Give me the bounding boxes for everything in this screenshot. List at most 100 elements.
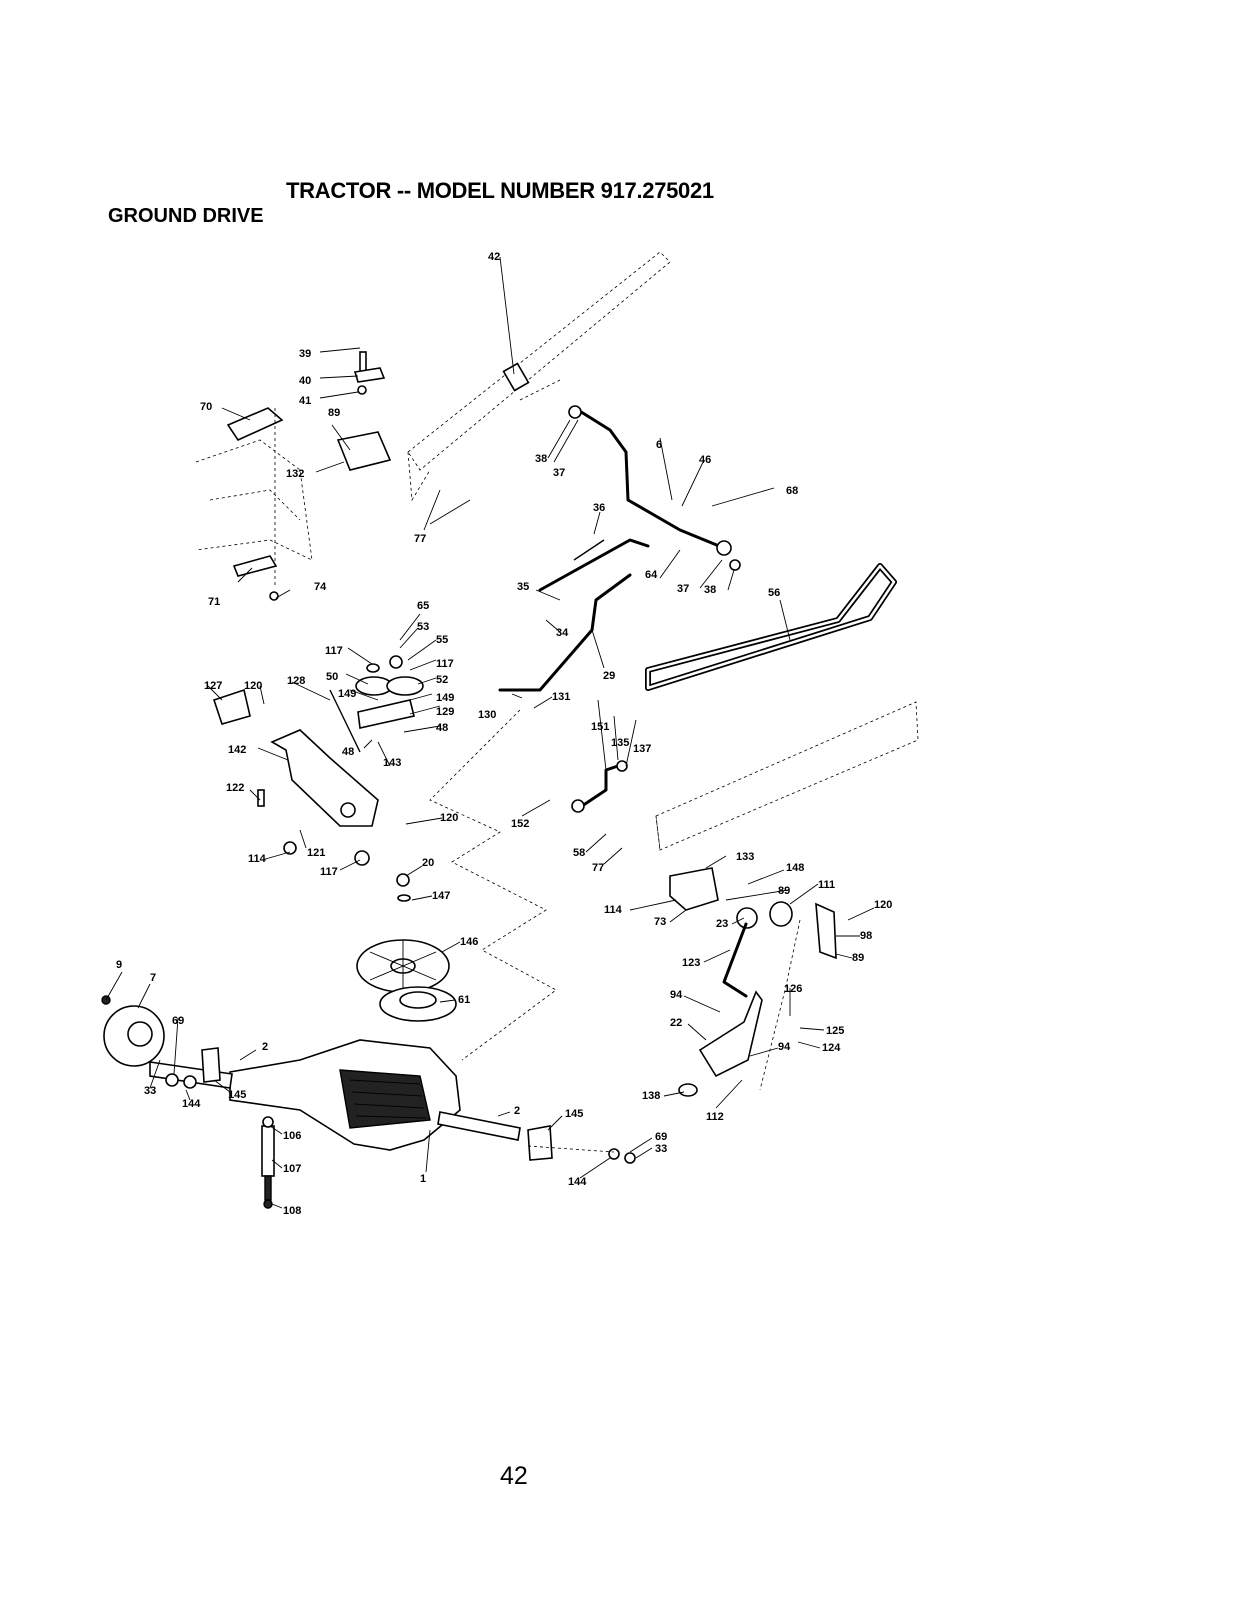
callout-label: 22 xyxy=(670,1017,682,1029)
callout-label: 108 xyxy=(283,1205,301,1217)
callout-label: 48 xyxy=(342,746,354,758)
callout-label: 23 xyxy=(716,918,728,930)
callout-label: 55 xyxy=(436,634,448,646)
callout-label: 94 xyxy=(670,989,683,1001)
callout-label: 69 xyxy=(655,1131,667,1143)
callout-label: 127 xyxy=(204,680,222,692)
callout-label: 145 xyxy=(228,1089,246,1101)
callout-label: 34 xyxy=(556,627,569,639)
drive-belt xyxy=(645,563,897,691)
callout-label: 36 xyxy=(593,502,605,514)
callout-label: 146 xyxy=(460,936,478,948)
callout-label: 20 xyxy=(422,857,434,869)
leader-lines xyxy=(105,256,875,1209)
callout-label: 122 xyxy=(226,782,244,794)
callout-label: 149 xyxy=(436,692,454,704)
callout-label: 114 xyxy=(248,853,267,865)
callout-label: 33 xyxy=(655,1143,667,1155)
callout-label: 56 xyxy=(768,587,780,599)
brake-shaft xyxy=(502,362,741,571)
callout-label: 125 xyxy=(826,1025,844,1037)
callout-label: 38 xyxy=(704,584,716,596)
callout-label: 29 xyxy=(603,670,615,682)
callout-label: 121 xyxy=(307,847,325,859)
callout-label: 120 xyxy=(874,899,892,911)
callout-label: 33 xyxy=(144,1085,156,1097)
idler-assembly xyxy=(212,655,424,866)
callout-label: 1 xyxy=(420,1173,426,1185)
callout-label: 152 xyxy=(511,818,529,830)
callout-label: 128 xyxy=(287,675,305,687)
callout-label: 42 xyxy=(488,251,500,263)
callout-labels: 39 40 41 42 70 89 132 77 38 37 6 46 68 3… xyxy=(116,251,892,1217)
callout-label: 148 xyxy=(786,862,804,874)
callout-label: 89 xyxy=(778,885,790,897)
callout-label: 123 xyxy=(682,957,700,969)
callout-label: 37 xyxy=(553,467,565,479)
connection-lines xyxy=(274,408,801,1153)
callout-label: 52 xyxy=(436,674,448,686)
callout-label: 37 xyxy=(677,583,689,595)
callout-label: 129 xyxy=(436,706,454,718)
callout-label: 73 xyxy=(654,916,666,928)
fan-and-pulley xyxy=(356,873,457,1022)
callout-label: 77 xyxy=(592,862,604,874)
section-title: GROUND DRIVE xyxy=(108,205,264,227)
callout-label: 107 xyxy=(283,1163,301,1175)
callout-label: 9 xyxy=(116,959,122,971)
callout-label: 69 xyxy=(172,1015,184,1027)
page-number: 42 xyxy=(500,1462,528,1490)
brake-bracket-upper xyxy=(336,351,392,471)
callout-label: 89 xyxy=(852,952,864,964)
callout-label: 39 xyxy=(299,348,311,360)
callout-label: 48 xyxy=(436,722,448,734)
callout-label: 112 xyxy=(706,1111,724,1123)
fender-outline xyxy=(195,439,313,561)
callout-label: 131 xyxy=(552,691,570,703)
frame-rail-lower xyxy=(655,701,919,851)
callout-label: 58 xyxy=(573,847,585,859)
callout-label: 35 xyxy=(517,581,529,593)
callout-label: 74 xyxy=(314,581,327,593)
callout-label: 126 xyxy=(784,983,802,995)
callout-label: 124 xyxy=(822,1042,841,1054)
callout-label: 117 xyxy=(436,658,454,670)
callout-label: 133 xyxy=(736,851,754,863)
callout-label: 120 xyxy=(244,680,262,692)
callout-label: 120 xyxy=(440,812,458,824)
callout-label: 143 xyxy=(383,757,401,769)
callout-label: 2 xyxy=(514,1105,520,1117)
model-title: TRACTOR -- MODEL NUMBER 917.275021 xyxy=(286,178,714,203)
callout-label: 53 xyxy=(417,621,429,633)
callout-label: 65 xyxy=(417,600,429,612)
callout-label: 64 xyxy=(645,569,658,581)
callout-label: 144 xyxy=(182,1098,201,1110)
callout-label: 111 xyxy=(818,879,835,891)
callout-label: 114 xyxy=(604,904,623,916)
callout-label: 106 xyxy=(283,1130,301,1142)
callout-label: 50 xyxy=(326,671,338,683)
shock-absorber xyxy=(261,1116,275,1209)
callout-label: 138 xyxy=(642,1090,660,1102)
callout-label: 98 xyxy=(860,930,872,942)
callout-label: 94 xyxy=(778,1041,791,1053)
callout-label: 147 xyxy=(432,890,450,902)
callout-label: 41 xyxy=(299,395,311,407)
callout-label: 151 xyxy=(591,721,609,733)
callout-label: 144 xyxy=(568,1176,587,1188)
callout-label: 7 xyxy=(150,972,156,984)
callout-label: 77 xyxy=(414,533,426,545)
callout-label: 132 xyxy=(286,468,304,480)
callout-label: 71 xyxy=(208,596,220,608)
callout-label: 2 xyxy=(262,1041,268,1053)
callout-label: 38 xyxy=(535,453,547,465)
callout-label: 135 xyxy=(611,737,629,749)
control-rods xyxy=(498,538,650,692)
callout-label: 117 xyxy=(325,645,343,657)
fender-panels xyxy=(226,407,284,601)
callout-label: 46 xyxy=(699,454,711,466)
callout-label: 145 xyxy=(565,1108,583,1120)
callout-label: 117 xyxy=(320,866,338,878)
callout-label: 142 xyxy=(228,744,246,756)
